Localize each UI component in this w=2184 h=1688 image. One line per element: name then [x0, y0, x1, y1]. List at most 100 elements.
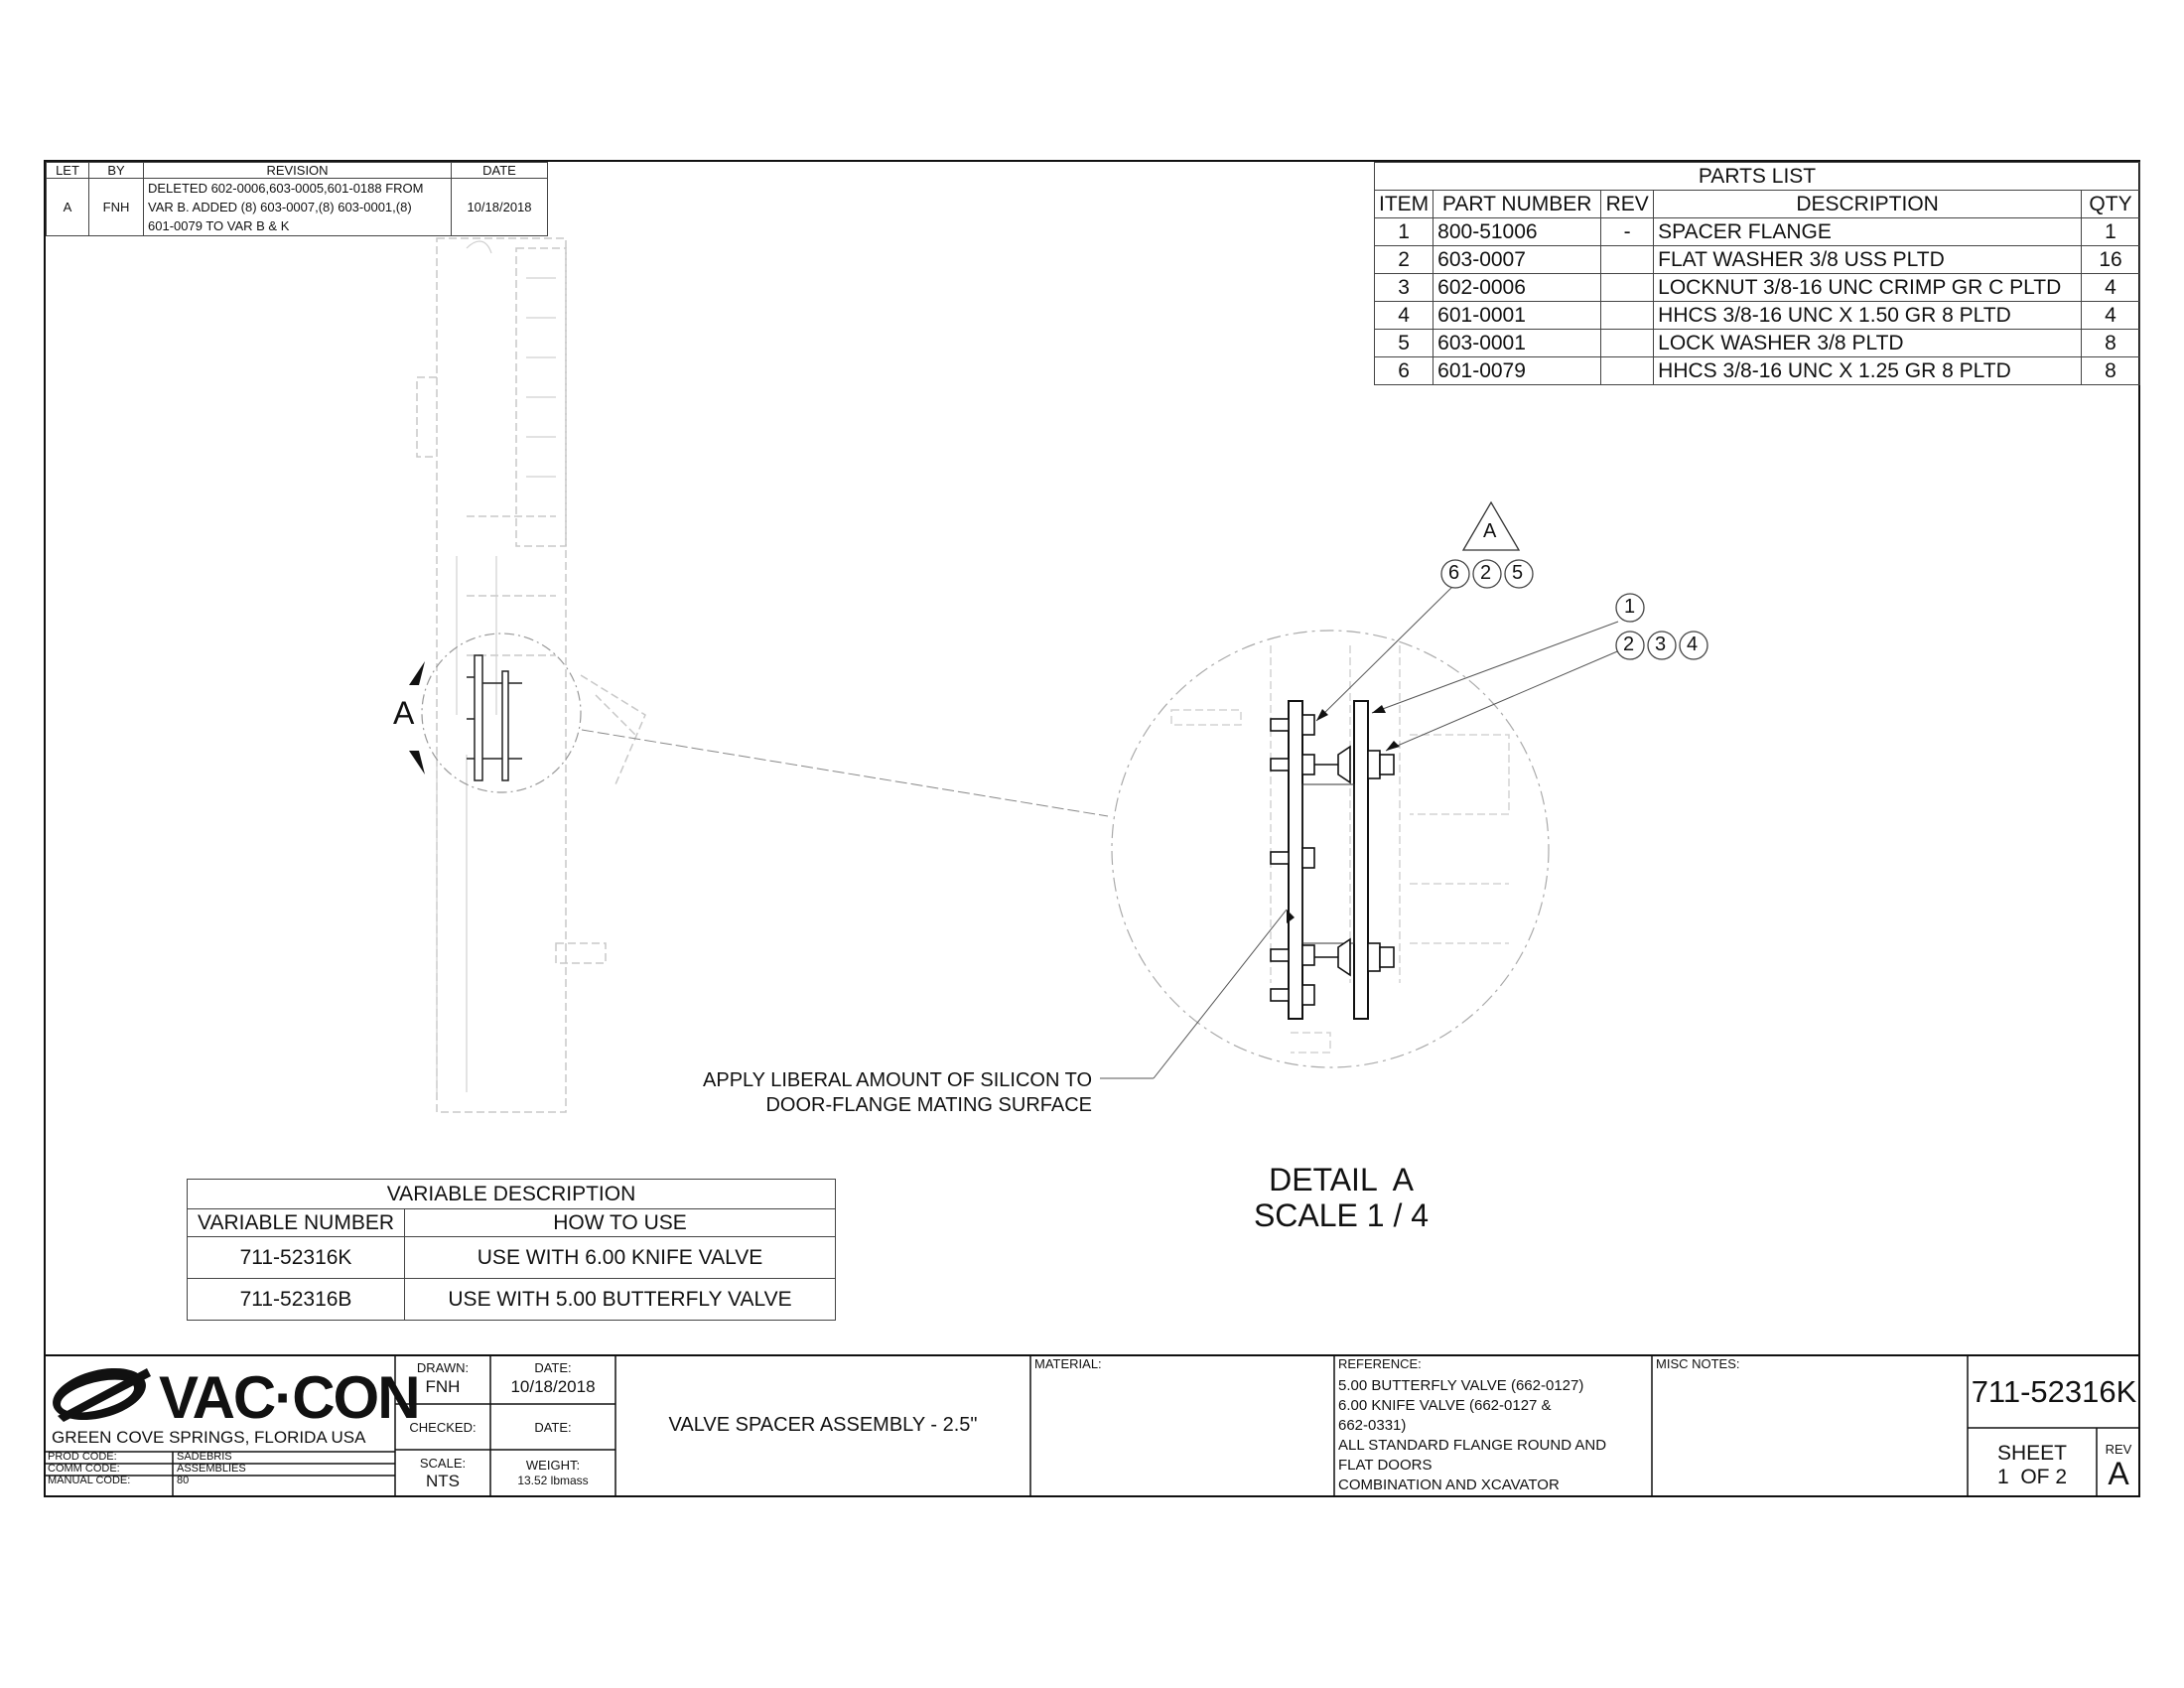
rev-let: A: [46, 178, 89, 236]
parts-number: 603-0001: [1433, 329, 1602, 357]
parts-qty: 4: [2081, 273, 2140, 302]
detail-flag-letter: A: [1483, 520, 1497, 542]
rev-description: DELETED 602-0006,603-0005,601-0188 FROM …: [143, 178, 452, 236]
reference-line: COMBINATION AND XCAVATOR: [1338, 1477, 1560, 1493]
part-number: 711-52316K: [1971, 1374, 2137, 1409]
parts-rev: [1600, 356, 1655, 385]
rev-header-by: BY: [88, 162, 144, 179]
prod-code: SADEBRIS: [177, 1451, 232, 1463]
scale-label: SCALE:: [419, 1456, 467, 1471]
variable-description-table: VARIABLE DESCRIPTION VARIABLE NUMBER HOW…: [187, 1179, 836, 1321]
parts-item: 5: [1373, 329, 1434, 357]
comm-code: ASSEMBLIES: [177, 1463, 246, 1475]
variable-header-use: HOW TO USE: [404, 1208, 836, 1237]
rev-line-1: DELETED 602-0006,603-0005,601-0188 FROM: [148, 181, 424, 196]
parts-number: 601-0001: [1433, 301, 1602, 330]
drawn-label: DRAWN:: [416, 1360, 470, 1375]
section-arrow-bottom: [409, 751, 425, 774]
detail-title: DETAIL A: [1269, 1162, 1414, 1197]
parts-list: PARTS LIST ITEM PART NUMBER REV DESCRIPT…: [1373, 162, 2140, 385]
comm-code-label: COMM CODE:: [48, 1463, 120, 1475]
material-label: MATERIAL:: [1034, 1356, 1102, 1371]
detail-bolts-left: [1270, 714, 1315, 1006]
weight-value: 13.52 lbmass: [517, 1474, 589, 1487]
note-line-2: DOOR-FLANGE MATING SURFACE: [765, 1094, 1092, 1116]
rev-label: REV: [2105, 1442, 2132, 1457]
company-logo: VAC·CON: [159, 1364, 421, 1431]
background-assembly-solid: [436, 240, 556, 1092]
parts-description: FLAT WASHER 3/8 USS PLTD: [1653, 245, 2082, 274]
silicon-note: APPLY LIBERAL AMOUNT OF SILICON TO DOOR-…: [615, 1068, 1092, 1118]
balloon-3: 3: [1655, 633, 1667, 655]
detail-leader-line: [581, 729, 1109, 817]
detail-bolts-right: [1367, 750, 1395, 972]
company-location: GREEN COVE SPRINGS, FLORIDA USA: [52, 1428, 366, 1447]
parts-rev: [1600, 273, 1655, 302]
rev-line-2: VAR B. ADDED (8) 603-0007,(8) 603-0001,(…: [148, 200, 412, 214]
revision-block: LET BY REVISION DATE A FNH DELETED 602-0…: [46, 162, 548, 236]
note-line-1: APPLY LIBERAL AMOUNT OF SILICON TO: [703, 1069, 1092, 1091]
reference-label: REFERENCE:: [1338, 1356, 1422, 1371]
parts-item: 6: [1373, 356, 1434, 385]
scale-value: NTS: [426, 1472, 460, 1490]
vac-con-logo-mark: [53, 1367, 151, 1422]
section-arrow-top: [409, 661, 425, 685]
variable-table-title: VARIABLE DESCRIPTION: [187, 1179, 836, 1209]
detail-circle-small: [421, 633, 582, 793]
parts-qty: 4: [2081, 301, 2140, 330]
variable-number: 711-52316K: [187, 1236, 405, 1279]
balloon-5: 5: [1512, 562, 1524, 584]
parts-number: 601-0079: [1433, 356, 1602, 385]
title-block: [44, 1354, 2140, 1497]
reference-notes: 5.00 BUTTERFLY VALVE (662-0127) 6.00 KNI…: [1338, 1376, 1606, 1495]
parts-header-part: PART NUMBER: [1433, 190, 1602, 218]
detail-scale: SCALE 1 / 4: [1253, 1197, 1430, 1233]
parts-qty: 16: [2081, 245, 2140, 274]
detail-flag-triangle: [1461, 500, 1521, 551]
parts-header-description: DESCRIPTION: [1653, 190, 2082, 218]
parts-qty: 8: [2081, 356, 2140, 385]
checked-date-label: DATE:: [534, 1420, 572, 1435]
parts-row: 3 602-0006 LOCKNUT 3/8-16 UNC CRIMP GR C…: [1373, 273, 2140, 302]
variable-use: USE WITH 6.00 KNIFE VALVE: [404, 1236, 836, 1279]
variable-row: 711-52316K USE WITH 6.00 KNIFE VALVE: [187, 1236, 836, 1279]
parts-description: HHCS 3/8-16 UNC X 1.25 GR 8 PLTD: [1653, 356, 2082, 385]
detail-background: [1170, 645, 1510, 1054]
detail-nuts: [1314, 745, 1351, 977]
balloon-2b: 2: [1623, 633, 1635, 655]
balloon-circles: [1440, 559, 1708, 660]
manual-code-label: MANUAL CODE:: [48, 1475, 131, 1486]
rev-line-3: 601-0079 TO VAR B & K: [148, 218, 290, 233]
reference-line: ALL STANDARD FLANGE ROUND AND: [1338, 1437, 1607, 1454]
variable-header-number: VARIABLE NUMBER: [187, 1208, 405, 1237]
sheet-number: 1 OF 2: [1996, 1466, 2068, 1488]
rev-by: FNH: [88, 178, 144, 236]
parts-row: 6 601-0079 HHCS 3/8-16 UNC X 1.25 GR 8 P…: [1373, 356, 2140, 385]
parts-description: LOCKNUT 3/8-16 UNC CRIMP GR C PLTD: [1653, 273, 2082, 302]
parts-header-item: ITEM: [1373, 190, 1434, 218]
weight-label: WEIGHT:: [525, 1458, 581, 1473]
reference-line: 662-0331): [1338, 1417, 1407, 1434]
misc-notes-label: MISC NOTES:: [1656, 1356, 1740, 1371]
drawn-by: FNH: [425, 1377, 461, 1396]
detail-circle-large: [1111, 630, 1550, 1068]
small-detail-plates: [467, 654, 522, 781]
parts-description: LOCK WASHER 3/8 PLTD: [1653, 329, 2082, 357]
parts-item: 3: [1373, 273, 1434, 302]
balloon-6: 6: [1448, 562, 1460, 584]
reference-line: 6.00 KNIFE VALVE (662-0127 &: [1338, 1397, 1552, 1414]
sheet-label: SHEET: [1996, 1442, 2067, 1465]
parts-row: 5 603-0001 LOCK WASHER 3/8 PLTD 8: [1373, 329, 2140, 357]
leader-arrowheads: [1287, 705, 1400, 923]
reference-line: FLAT DOORS: [1338, 1457, 1433, 1474]
parts-row: 1 800-51006 - SPACER FLANGE 1: [1373, 217, 2140, 246]
date-label: DATE:: [534, 1360, 572, 1375]
prod-code-label: PROD CODE:: [48, 1451, 117, 1463]
drawing-title: VALVE SPACER ASSEMBLY - 2.5": [668, 1414, 978, 1436]
parts-rev: [1600, 329, 1655, 357]
balloon-2: 2: [1480, 562, 1492, 584]
leader-lines: [1100, 583, 1623, 1079]
section-label: A: [393, 695, 415, 731]
